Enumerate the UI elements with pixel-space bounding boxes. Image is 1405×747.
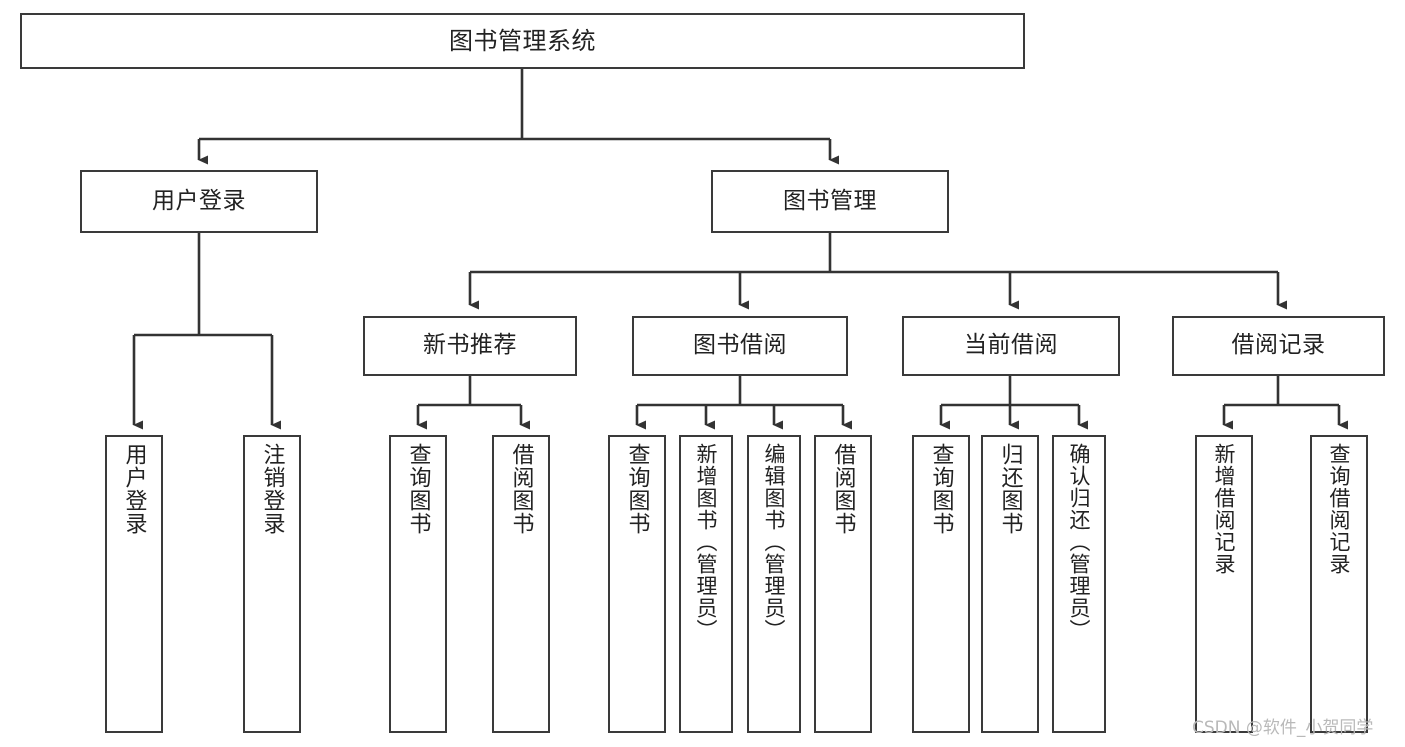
node-label: 编辑图书（管理员） bbox=[762, 443, 787, 641]
node-label: 查询图书 bbox=[624, 443, 650, 535]
leaf-book-borrow-query[interactable]: 查询图书 bbox=[608, 435, 666, 733]
node-borrow-record[interactable]: 借阅记录 bbox=[1172, 316, 1385, 376]
leaf-book-borrow-borrow[interactable]: 借阅图书 bbox=[814, 435, 872, 733]
leaf-book-borrow-edit[interactable]: 编辑图书（管理员） bbox=[747, 435, 801, 733]
node-label: 新增图书（管理员） bbox=[694, 443, 719, 641]
node-book-borrow[interactable]: 图书借阅 bbox=[632, 316, 848, 376]
leaf-user-login-login[interactable]: 用户登录 bbox=[105, 435, 163, 733]
leaf-current-borrow-return[interactable]: 归还图书 bbox=[981, 435, 1039, 733]
node-label: 用户登录 bbox=[152, 187, 246, 214]
leaf-user-login-logout[interactable]: 注销登录 bbox=[243, 435, 301, 733]
node-root-system[interactable]: 图书管理系统 bbox=[20, 13, 1025, 69]
leaf-borrow-record-add[interactable]: 新增借阅记录 bbox=[1195, 435, 1253, 733]
node-label: 查询图书 bbox=[928, 443, 954, 535]
node-label: 用户登录 bbox=[121, 443, 147, 535]
node-label: 查询借阅记录 bbox=[1327, 443, 1352, 575]
node-label: 当前借阅 bbox=[964, 332, 1058, 359]
csdn-watermark: CSDN @软件_小贺同学 bbox=[1192, 718, 1374, 738]
node-label: 查询图书 bbox=[405, 443, 431, 535]
node-label: 注销登录 bbox=[259, 443, 285, 535]
node-label: 借阅图书 bbox=[830, 443, 856, 535]
node-label: 新书推荐 bbox=[423, 332, 517, 359]
node-label: 图书借阅 bbox=[693, 332, 787, 359]
node-current-borrow[interactable]: 当前借阅 bbox=[902, 316, 1120, 376]
leaf-current-borrow-confirm-return[interactable]: 确认归还（管理员） bbox=[1052, 435, 1106, 733]
node-label: 新增借阅记录 bbox=[1212, 443, 1237, 575]
node-book-management[interactable]: 图书管理 bbox=[711, 170, 949, 233]
node-new-book-recommend[interactable]: 新书推荐 bbox=[363, 316, 577, 376]
node-label: 借阅记录 bbox=[1231, 332, 1326, 359]
leaf-book-borrow-add[interactable]: 新增图书（管理员） bbox=[679, 435, 733, 733]
node-label: 借阅图书 bbox=[508, 443, 534, 535]
node-label: 归还图书 bbox=[997, 443, 1023, 535]
leaf-borrow-record-query[interactable]: 查询借阅记录 bbox=[1310, 435, 1368, 733]
node-user-login[interactable]: 用户登录 bbox=[80, 170, 318, 233]
leaf-new-book-query[interactable]: 查询图书 bbox=[389, 435, 447, 733]
leaf-new-book-borrow[interactable]: 借阅图书 bbox=[492, 435, 550, 733]
node-label: 图书管理系统 bbox=[449, 26, 596, 55]
leaf-current-borrow-query[interactable]: 查询图书 bbox=[912, 435, 970, 733]
node-label: 确认归还（管理员） bbox=[1067, 443, 1092, 641]
node-label: 图书管理 bbox=[783, 187, 877, 214]
